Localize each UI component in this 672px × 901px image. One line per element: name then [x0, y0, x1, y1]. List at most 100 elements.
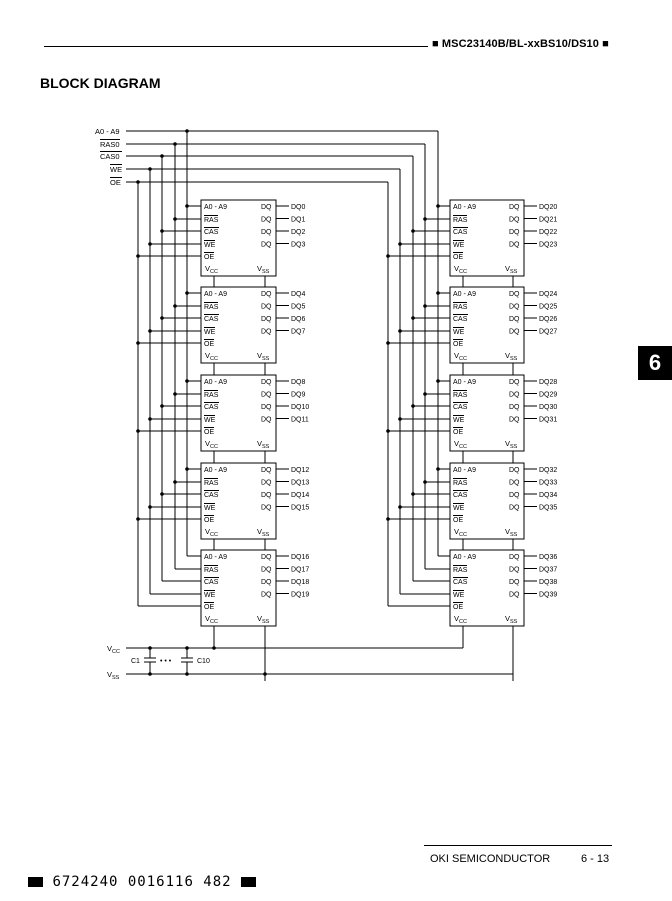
junction-dot	[436, 467, 440, 471]
chip-pin-we: WE	[204, 592, 216, 599]
dram-chip	[449, 549, 525, 627]
chip-pin-vss: VSS	[257, 264, 270, 275]
chip-pin-dq: DQ	[261, 567, 272, 574]
chip-pin-ras: RAS	[453, 392, 468, 399]
header-rule	[44, 46, 428, 47]
junction-dot	[386, 341, 390, 345]
junction-dot	[436, 291, 440, 295]
junction-dot	[386, 429, 390, 433]
barcode-line: 6724240 0016116 482	[28, 874, 257, 890]
dq-output-label: DQ18	[291, 579, 309, 586]
chip-pin-we: WE	[453, 417, 465, 424]
dq-output-label: DQ21	[539, 217, 557, 224]
chip-pin-vss: VSS	[257, 614, 270, 625]
chip-pin-cas: CAS	[204, 229, 219, 236]
chip-pin-dq: DQ	[261, 417, 272, 424]
dq-output-label: DQ32	[539, 467, 557, 474]
junction-dot	[411, 492, 415, 496]
junction-dot	[148, 329, 152, 333]
dq-output-label: DQ30	[539, 404, 557, 411]
dq-output-label: DQ16	[291, 554, 309, 561]
junction-dot	[160, 404, 164, 408]
junction-dot	[136, 429, 140, 433]
chip-pin-we: WE	[204, 417, 216, 424]
dq-output-label: DQ26	[539, 316, 557, 323]
chip-pin-vcc: VCC	[205, 614, 218, 625]
dq-output-label: DQ33	[539, 480, 557, 487]
dq-output-label: DQ35	[539, 505, 557, 512]
chip-pin-dq: DQ	[509, 392, 520, 399]
chip-pin-oe: OE	[204, 517, 214, 524]
junction-dot	[411, 404, 415, 408]
chip-pin-vcc: VCC	[205, 527, 218, 538]
chip-pin-cas: CAS	[453, 579, 468, 586]
junction-dot	[136, 341, 140, 345]
capacitor-label-c1: C1	[131, 658, 140, 665]
chip-pin-we: WE	[453, 329, 465, 336]
chip-pin-dq: DQ	[261, 316, 272, 323]
chip-pin-ras: RAS	[204, 217, 219, 224]
junction-dot	[185, 204, 189, 208]
input-label-we: WE	[110, 165, 122, 174]
chip-pin-vcc: VCC	[454, 614, 467, 625]
capacitor-label-c10: C10	[197, 658, 210, 665]
dram-chip	[200, 549, 277, 627]
chip-pin-dq: DQ	[261, 592, 272, 599]
dq-output-label: DQ13	[291, 480, 309, 487]
chip-pin-cas: CAS	[204, 404, 219, 411]
chip-pin-we: WE	[453, 592, 465, 599]
barcode-mark-left	[28, 877, 43, 887]
chip-pin-ras: RAS	[453, 217, 468, 224]
chip-pin-vss: VSS	[257, 351, 270, 362]
junction-dot	[173, 217, 177, 221]
input-label-oe: OE	[110, 178, 121, 187]
junction-dot	[173, 480, 177, 484]
chip-pin-oe: OE	[204, 254, 214, 261]
chip-pin-vcc: VCC	[205, 439, 218, 450]
dq-output-label: DQ20	[539, 204, 557, 211]
chip-pin-vcc: VCC	[454, 439, 467, 450]
chip-pin-dq: DQ	[261, 217, 272, 224]
chip-pin-ras: RAS	[453, 304, 468, 311]
chip-pin-cas: CAS	[453, 316, 468, 323]
chip-pin-addr: A0 - A9	[204, 291, 227, 298]
chip-pin-ras: RAS	[204, 480, 219, 487]
chip-pin-dq: DQ	[261, 229, 272, 236]
chip-pin-addr: A0 - A9	[204, 204, 227, 211]
chip-pin-addr: A0 - A9	[453, 291, 476, 298]
junction-dot	[148, 242, 152, 246]
chip-pin-dq: DQ	[261, 242, 272, 249]
junction-dot	[148, 417, 152, 421]
chip-pin-dq: DQ	[509, 592, 520, 599]
barcode-mark-right	[241, 877, 257, 887]
junction-dot	[423, 392, 427, 396]
junction-dot	[398, 329, 402, 333]
chip-pin-cas: CAS	[204, 579, 219, 586]
chip-pin-vss: VSS	[505, 351, 518, 362]
dq-output-label: DQ17	[291, 567, 309, 574]
junction-dot	[436, 379, 440, 383]
chip-pin-dq: DQ	[509, 217, 520, 224]
junction-dot	[423, 304, 427, 308]
dq-output-label: DQ24	[539, 291, 557, 298]
junction-dot	[436, 204, 440, 208]
dq-output-label: DQ9	[291, 392, 306, 399]
junction-dot	[136, 517, 140, 521]
dq-output-label: DQ36	[539, 554, 557, 561]
chip-pin-we: WE	[204, 329, 216, 336]
chip-pin-dq: DQ	[509, 291, 520, 298]
chip-pin-vcc: VCC	[205, 351, 218, 362]
dq-output-label: DQ3	[291, 242, 306, 249]
chip-pin-dq: DQ	[261, 304, 272, 311]
dq-output-label: DQ28	[539, 379, 557, 386]
input-label-ras: RAS0	[100, 140, 120, 149]
chip-pin-dq: DQ	[509, 204, 520, 211]
junction-dot	[398, 505, 402, 509]
chip-pin-dq: DQ	[509, 304, 520, 311]
chip-pin-cas: CAS	[453, 492, 468, 499]
document-title: ■ MSC23140B/BL-xxBS10/DS10 ■	[432, 38, 609, 50]
chip-pin-vss: VSS	[505, 439, 518, 450]
junction-dot	[160, 229, 164, 233]
dq-output-label: DQ5	[291, 304, 306, 311]
